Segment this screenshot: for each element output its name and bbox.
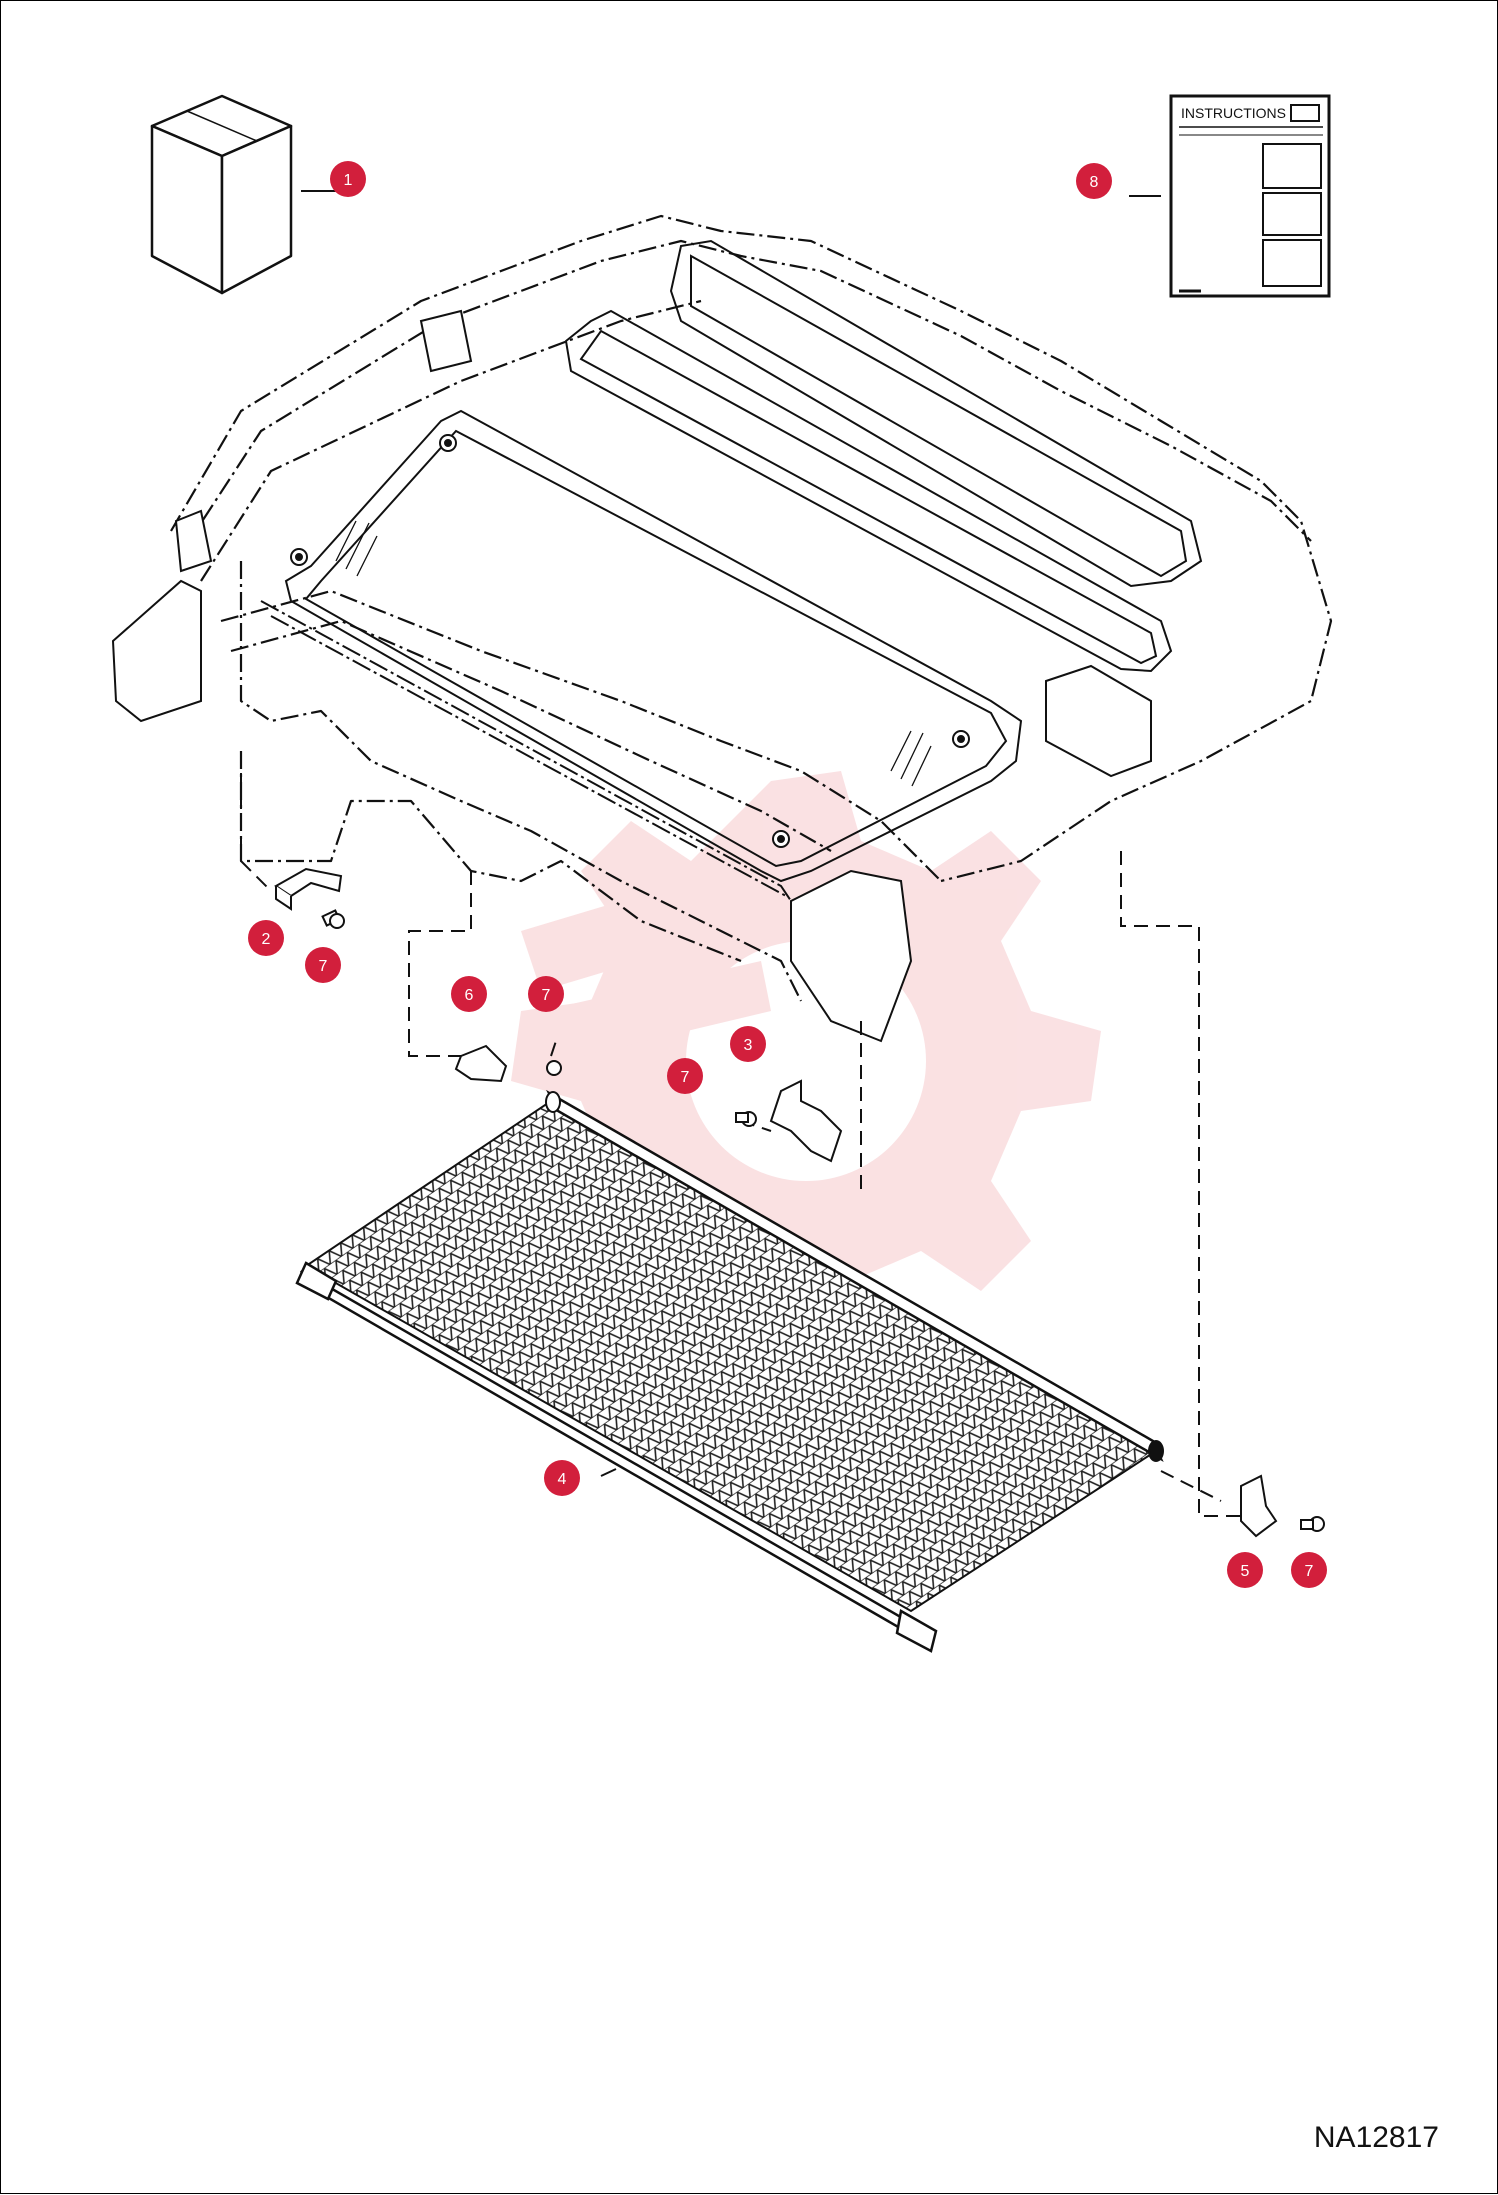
roof-panels [260,239,1203,902]
callout-2: 2 [248,920,284,956]
svg-text:3: 3 [744,1037,753,1054]
glass-reflection [335,520,932,787]
corner-posts [111,309,1152,1043]
callout-1: 1 [330,161,366,197]
svg-text:7: 7 [319,958,328,975]
svg-text:1: 1 [344,172,353,189]
svg-text:2: 2 [262,931,271,948]
callout-7d: 7 [1291,1552,1327,1588]
callout-7b: 7 [528,976,564,1012]
bracket-3 [769,1079,843,1163]
bracket-6 [454,1044,508,1083]
svg-text:5: 5 [1241,1563,1250,1580]
svg-text:7: 7 [542,987,551,1004]
bolts [321,909,1325,1532]
instructions-label: INSTRUCTIONS [1181,105,1286,121]
kit-box [150,94,336,295]
callout-3: 3 [730,1026,766,1062]
figure-id: NA12817 [1313,2121,1439,2154]
callout-8: 8 [1076,163,1112,199]
callout-7a: 7 [305,947,341,983]
svg-text:7: 7 [681,1069,690,1086]
svg-text:4: 4 [558,1471,567,1488]
bracket-2 [274,867,343,898]
callout-6: 6 [451,976,487,1012]
svg-text:8: 8 [1090,174,1099,191]
cargo-net [295,1089,1164,1653]
roof-bolts [290,434,970,848]
callout-5: 5 [1227,1552,1263,1588]
bracket-5 [1240,1474,1278,1538]
callout-7c: 7 [667,1058,703,1094]
cab-roof [170,214,1333,1002]
svg-text:6: 6 [465,987,474,1004]
brackets [274,867,1278,1538]
svg-text:7: 7 [1305,1563,1314,1580]
instructions-sheet: INSTRUCTIONS [1129,94,1331,298]
callout-4: 4 [544,1460,580,1496]
